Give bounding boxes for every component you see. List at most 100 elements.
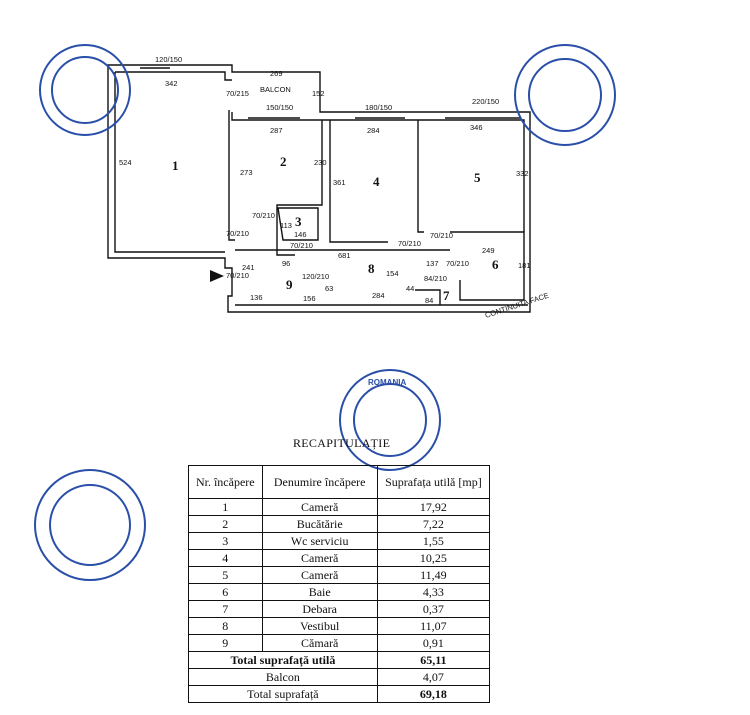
dimension: 346 [470,123,483,132]
header-nr: Nr. încăpere [188,465,263,499]
balcon-label: Balcon [188,668,378,686]
dimension: 249 [482,246,495,255]
stamp-bottom-left [34,469,146,581]
total-util-row: Total suprafață utilă 65,11 [188,651,491,669]
dimension: 181 [518,261,531,270]
door-label: 70/210 [430,231,453,240]
dimension: 146 [294,230,307,239]
door-label: 70/215 [226,89,249,98]
stamp-text: ROMANIA [368,378,406,387]
cell-nr: 6 [188,583,263,601]
balcon-value: 4,07 [376,668,491,686]
window-label: 120/150 [155,55,182,64]
door-label: 70/210 [252,211,275,220]
dimension: 342 [165,79,178,88]
balcony-label: BALCON [260,85,291,94]
stamp-center: ROMANIA [339,369,441,471]
dimension: 156 [303,294,316,303]
dimension: 524 [119,158,132,167]
cell-area: 4,33 [376,583,491,601]
door-label: 70/210 [226,229,249,238]
cell-nr: 4 [188,549,263,567]
total-row: Total suprafață 69,18 [188,685,491,703]
room-label: 3 [295,214,302,229]
dimension: 136 [250,293,263,302]
dimension: 154 [386,269,399,278]
cell-nr: 3 [188,532,263,550]
dimension: 137 [426,259,439,268]
stamp-top-left [39,44,131,136]
cell-name: Debara [261,600,378,618]
dimension: 284 [372,291,385,300]
dimension: 287 [270,126,283,135]
room-label: 1 [172,158,179,173]
dimension: 152 [312,89,325,98]
cell-name: Cameră [261,498,378,516]
cell-name: Cămară [261,634,378,652]
cell-area: 11,49 [376,566,491,584]
table-header: Nr. încăpere Denumire încăpere Suprafața… [188,465,491,499]
cell-name: Vestibul [261,617,378,635]
door-label: 84/210 [424,274,447,283]
window-label: 180/150 [365,103,392,112]
cell-area: 0,37 [376,600,491,618]
dimension: 113 [280,221,292,230]
cell-name: Cameră [261,566,378,584]
door-label: 70/210 [446,259,469,268]
header-name: Denumire încăpere [261,465,378,499]
dimension: 332 [516,169,529,178]
dimension: 63 [325,284,333,293]
dimension: 96 [282,259,290,268]
dimension-labels: 342 269 152 524 287 284 346 273 230 361 … [119,69,531,305]
dimension: 230 [314,158,327,167]
cell-name: Bucătărie [261,515,378,533]
cell-name: Baie [261,583,378,601]
cell-area: 10,25 [376,549,491,567]
balcon-row: Balcon 4,07 [188,668,491,686]
dimension: 44 [406,284,414,293]
dimension: 84 [425,296,433,305]
dimension: 681 [338,251,351,260]
walls [107,64,531,313]
door-label: 70/210 [290,241,313,250]
cell-name: Cameră [261,549,378,567]
cell-nr: 1 [188,498,263,516]
dimension: 241 [242,263,255,272]
entrance-arrow-icon [210,270,224,282]
cell-nr: 2 [188,515,263,533]
cell-nr: 5 [188,566,263,584]
room-label: 6 [492,257,499,272]
dimension: 361 [333,178,346,187]
cell-area: 0,91 [376,634,491,652]
door-label: 120/210 [302,272,329,281]
cell-area: 7,22 [376,515,491,533]
total-label: Total suprafață [188,685,378,703]
total-value: 69,18 [376,685,491,703]
recap-title: RECAPITULAȚIE [293,436,391,450]
window-label: 220/150 [472,97,499,106]
room-label: 9 [286,277,293,292]
cell-nr: 8 [188,617,263,635]
cell-nr: 7 [188,600,263,618]
room-label: 8 [368,261,375,276]
door-label: 70/210 [226,271,249,280]
room-label: 7 [443,288,450,303]
room-label: 5 [474,170,481,185]
window-label: 150/150 [266,103,293,112]
total-util-label: Total suprafață utilă [188,651,378,669]
dimension: 273 [240,168,253,177]
dimension: 269 [270,69,283,78]
cell-area: 11,07 [376,617,491,635]
total-util-value: 65,11 [376,651,491,669]
cell-nr: 9 [188,634,263,652]
cell-area: 1,55 [376,532,491,550]
